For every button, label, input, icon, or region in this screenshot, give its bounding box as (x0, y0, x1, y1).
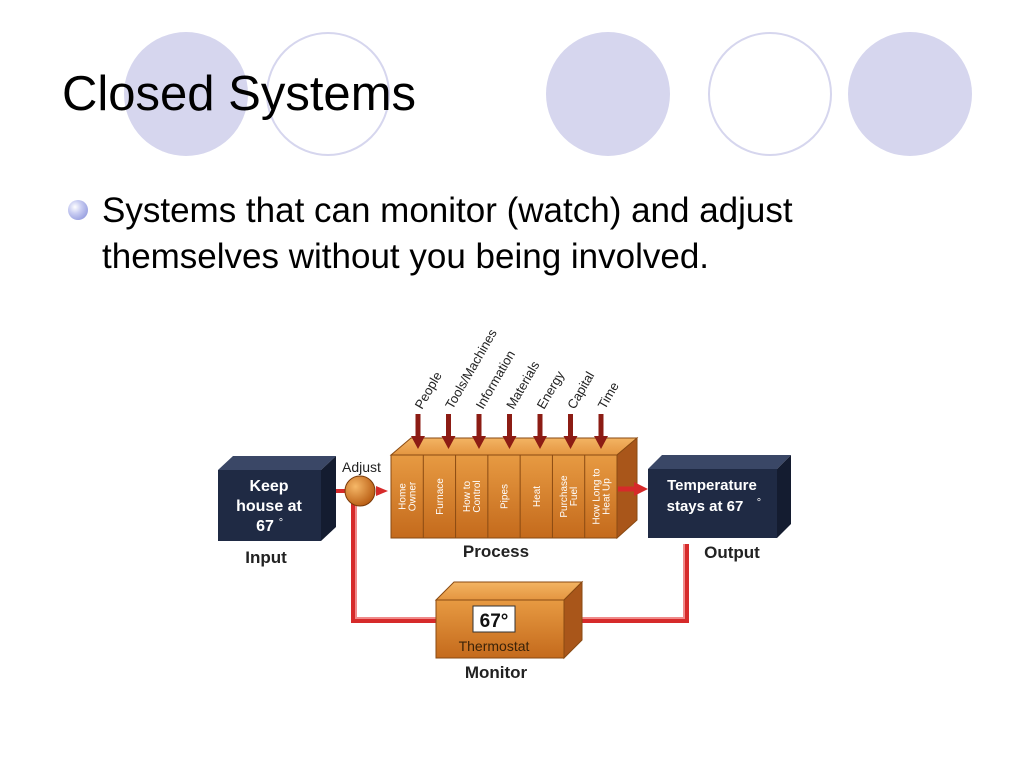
resource-arrow-icon (472, 436, 486, 449)
resource-arrow-icon (563, 436, 578, 449)
resource-arrow-shaft (476, 414, 482, 438)
process-cell-label: How toControl (462, 480, 483, 512)
output-label: Output (704, 543, 760, 562)
resource-label: Time (595, 379, 622, 411)
resource-arrow-shaft (446, 414, 451, 438)
resource-arrow-icon (411, 436, 425, 449)
process-cell-label: Heat (532, 486, 543, 507)
output-box (648, 455, 791, 538)
resource-arrow-icon (594, 436, 608, 449)
slide-title: Closed Systems (62, 67, 417, 121)
adjust-valve (344, 475, 376, 507)
thermostat-label: Thermostat (459, 638, 530, 654)
resource-labels: PeopleTools/MachinesInformationMaterials… (412, 326, 622, 412)
feedback-loop-highlight (355, 490, 685, 619)
resource-arrow-shaft (598, 414, 604, 438)
resource-arrow-icon (502, 436, 517, 449)
decor-circle-4 (708, 32, 832, 156)
resource-label: People (412, 369, 445, 412)
bullet-text: Systems that can monitor (watch) and adj… (102, 191, 793, 276)
feedback-loop-line (351, 490, 689, 623)
resource-arrow-shaft (568, 414, 573, 438)
thermostat-reading: 67° (480, 611, 509, 632)
process-cell-label: Pipes (500, 484, 511, 509)
output-box-degree: ° (757, 497, 761, 509)
decor-circle-1 (124, 32, 248, 156)
input-box-line1: Keep (249, 478, 288, 495)
output-box-line1: Temperature (667, 477, 757, 494)
adjust-label: Adjust (342, 459, 381, 475)
resource-arrows (411, 414, 608, 449)
process-cell-label: Furnace (435, 478, 446, 515)
process-cell-label: HomeOwner (398, 481, 419, 511)
bullet-icon (68, 200, 88, 220)
process-cell-label: PurchaseFuel (559, 475, 580, 518)
input-box (218, 456, 336, 541)
output-box-line2: stays at 67 (667, 498, 744, 515)
input-box-line3: 67 (256, 518, 274, 535)
resource-arrow-shaft (507, 414, 512, 438)
resource-arrow-shaft (537, 414, 543, 438)
process-label: Process (463, 542, 529, 561)
decor-circle-5 (848, 32, 972, 156)
input-label: Input (245, 548, 287, 567)
process-output-arrow (618, 482, 648, 496)
input-box-degree: ° (279, 517, 283, 529)
resource-arrow-shaft (415, 414, 421, 438)
input-box-line2: house at (236, 498, 302, 515)
process-cell-label: How Long toHeat Up (591, 468, 612, 525)
adjust-arrow-icon (376, 486, 388, 496)
decor-circle-2 (266, 32, 390, 156)
resource-label: Capital (564, 369, 597, 412)
resource-label: Energy (534, 368, 568, 412)
resource-arrow-icon (533, 436, 547, 449)
decor-circle-3 (546, 32, 670, 156)
monitor-block (434, 580, 584, 660)
resource-arrow-icon (441, 436, 456, 449)
monitor-label: Monitor (465, 663, 528, 682)
process-cells: HomeOwner Furnace How toControl Pipes Heat Pu… (398, 455, 612, 538)
process-block (389, 436, 639, 540)
